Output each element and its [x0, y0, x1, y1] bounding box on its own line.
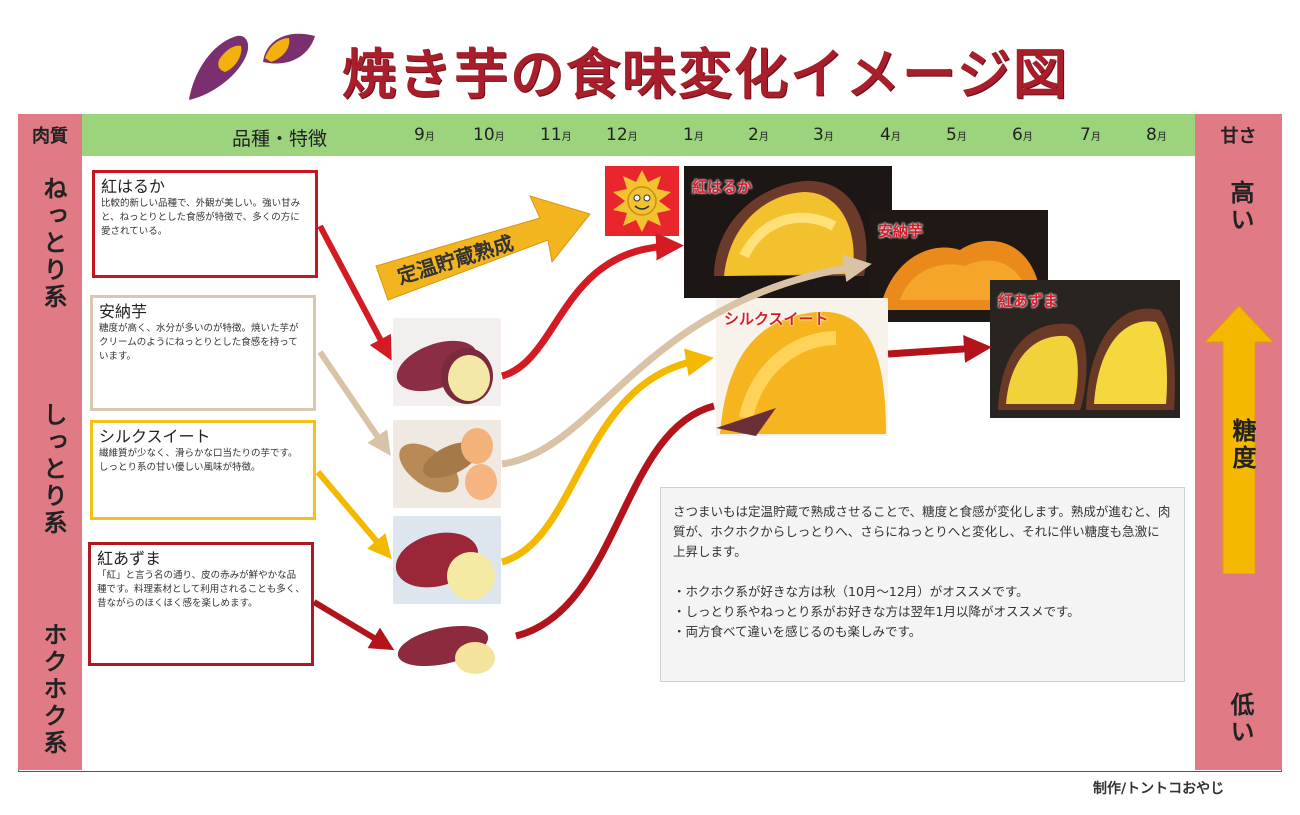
storage-arrow-icon — [375, 195, 591, 301]
baked-label: 紅あずま — [998, 292, 1059, 310]
month-label: 5月 — [946, 125, 967, 145]
baked-label: 紅はるか — [692, 178, 753, 196]
baked-silk-sweet-image: シルクスイート — [716, 298, 888, 436]
arrow-beni-haruka-baked — [500, 232, 684, 380]
variety-desc: 糖度が高く、水分が多いのが特徴。焼いた芋がクリームのようにねっとりとした食感を持… — [99, 323, 299, 362]
arrow-annou-baked — [501, 254, 872, 468]
texture-nettori: ねっとり系 — [39, 176, 67, 311]
variety-card-beni-haruka: 紅はるか 比較的新しい品種で、外観が美しい。強い甘みと、ねっとりとした食感が特徴… — [92, 170, 318, 278]
variety-name: 紅あずま — [97, 549, 162, 568]
month-label: 7月 — [1080, 125, 1101, 145]
texture-hokuhoku: ホクホク系 — [39, 622, 67, 757]
month-label: 12月 — [606, 125, 638, 145]
sweetness-header: 甘さ — [1195, 114, 1282, 156]
sweetness-column: 高い 糖度 低い — [1195, 156, 1282, 770]
variety-card-annou: 安納芋 糖度が高く、水分が多いのが特徴。焼いた芋がクリームのようにねっとりとした… — [90, 295, 316, 411]
month-label: 8月 — [1146, 125, 1167, 145]
texture-column: ねっとり系 しっとり系 ホクホク系 — [18, 156, 82, 770]
texture-shittori: しっとり系 — [39, 402, 67, 537]
month-label: 3月 — [813, 125, 834, 145]
baked-label: 安納芋 — [878, 222, 924, 240]
baked-label: シルクスイート — [724, 310, 829, 328]
variety-name: 安納芋 — [99, 302, 148, 321]
variety-name: 紅はるか — [101, 177, 166, 196]
variety-card-silk-sweet: シルクスイート 繊維質が少なく、滑らかな口当たりの芋です。しっとり系の甘い優しい… — [90, 420, 316, 520]
raw-potato-beni-azuma-image — [395, 612, 503, 680]
explanation-note: さつまいもは定温貯蔵で熟成させることで、糖度と食感が変化します。熟成が進むと、肉… — [660, 487, 1185, 682]
sweetness-low: 低い — [1226, 692, 1254, 746]
page-title: 焼き芋の食味変化イメージ図 — [342, 43, 1069, 106]
sweetness-high: 高い — [1226, 180, 1254, 234]
variety-header: 品種・特徴 — [232, 128, 328, 150]
arrow-beni-azuma-baked — [515, 402, 715, 640]
month-label: 9月 — [414, 125, 435, 145]
sun-icon — [605, 166, 679, 236]
arrow-beni-haruka-raw — [317, 224, 392, 361]
baked-beni-azuma-graphic — [990, 280, 1180, 418]
arrow-silk-sweet-raw — [315, 470, 392, 560]
sweetness-sugar: 糖度 — [1228, 418, 1256, 472]
note-line: さつまいもは定温貯蔵で熟成させることで、糖度と食感が変化します。熟成が進むと、肉… — [673, 504, 1171, 559]
month-label: 4月 — [880, 125, 901, 145]
credit: 制作/トントコおやじ — [1093, 781, 1225, 797]
storage-label: 定温貯蔵熟成 — [394, 231, 516, 289]
variety-desc: 繊維質が少なく、滑らかな口当たりの芋です。しっとり系の甘い優しい風味が特徴。 — [99, 448, 298, 473]
month-header-band: 品種・特徴 9月 10月 11月 12月 1月 2月 3月 4月 5月 6月 7… — [82, 114, 1195, 156]
arrow-beni-azuma-raw — [312, 599, 395, 651]
variety-desc: 「紅」と言う名の通り、皮の赤みが鮮やかな品種です。料理素材として利用されることも… — [97, 570, 305, 609]
baked-silk-sweet-graphic — [716, 298, 888, 436]
month-label: 10月 — [473, 125, 505, 145]
texture-header: 肉質 — [18, 114, 82, 156]
variety-desc: 比較的新しい品種で、外観が美しい。強い甘みと、ねっとりとした食感が特徴で、多くの… — [101, 198, 301, 237]
note-line: ・ホクホク系が好きな方は秋（10月～12月）がオススメです。 — [673, 584, 1029, 599]
title-area: 焼き芋の食味変化イメージ図 — [0, 0, 1300, 112]
sweetness-up-arrow-icon — [1205, 306, 1273, 574]
month-label: 1月 — [683, 125, 704, 145]
sweet-potato-logo — [189, 33, 315, 100]
baked-beni-haruka-graphic — [684, 166, 892, 298]
arrow-beni-azuma-final — [887, 334, 992, 363]
header-row: 肉質 品種・特徴 9月 10月 11月 12月 1月 2月 3月 4月 5月 6… — [18, 114, 1282, 156]
month-label: 2月 — [748, 125, 769, 145]
arrow-annou-raw — [317, 350, 391, 456]
month-label: 11月 — [540, 125, 572, 145]
note-line: ・両方食べて違いを感じるのも楽しみです。 — [673, 624, 922, 639]
variety-name: シルクスイート — [99, 427, 211, 446]
raw-potato-beni-haruka-image — [393, 318, 501, 406]
raw-potato-silk-sweet-image — [393, 516, 501, 604]
month-label: 6月 — [1012, 125, 1033, 145]
variety-card-beni-azuma: 紅あずま 「紅」と言う名の通り、皮の赤みが鮮やかな品種です。料理素材として利用さ… — [88, 542, 314, 666]
baked-beni-azuma-image: 紅あずま — [990, 280, 1180, 418]
arrow-silk-sweet-baked — [500, 348, 714, 566]
raw-potato-annou-image — [393, 420, 501, 508]
note-line: ・しっとり系やねっとり系がお好きな方は翌年1月以降がオススメです。 — [673, 604, 1080, 619]
